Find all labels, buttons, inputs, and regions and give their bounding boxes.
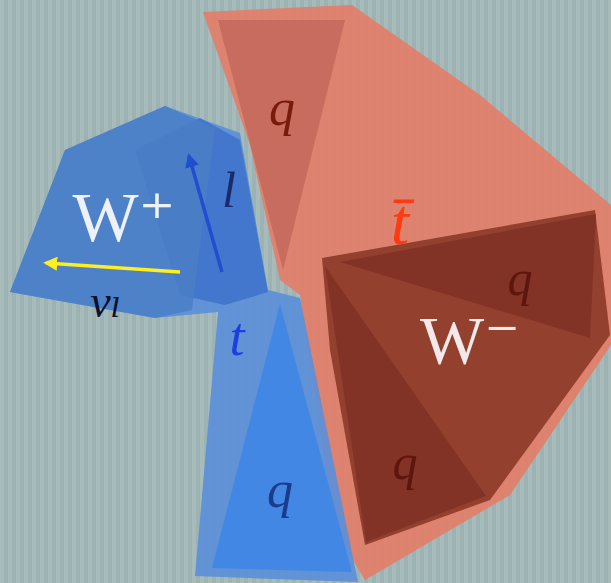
region-shape bbox=[10, 106, 358, 582]
neutrino-arrow bbox=[46, 263, 180, 272]
region-shape bbox=[340, 214, 596, 338]
particle-symbol: q bbox=[267, 464, 293, 516]
particle-symbol: q bbox=[393, 437, 418, 487]
quark-jet: q bbox=[195, 300, 360, 582]
particle-symbol: W⁻ bbox=[420, 306, 520, 374]
region-shape bbox=[325, 266, 486, 542]
region-shape bbox=[212, 304, 352, 572]
particle-symbol: W⁺ bbox=[72, 183, 175, 253]
neutrino-label: νₗ bbox=[90, 279, 122, 325]
lepton-label: l bbox=[222, 165, 236, 215]
particle-symbol: q bbox=[508, 253, 533, 303]
region-outline bbox=[322, 262, 488, 544]
region-shape bbox=[322, 210, 610, 545]
particle-symbol: q bbox=[269, 82, 295, 134]
w-minus-region: W⁻qq bbox=[320, 208, 611, 548]
quark-jet: q bbox=[322, 262, 488, 544]
top-region: t W⁺ q bbox=[8, 104, 360, 583]
lepton-arrow bbox=[189, 156, 222, 272]
particle-symbol: t bbox=[229, 310, 244, 364]
region-outline bbox=[195, 300, 360, 582]
particle-symbol: t̄ bbox=[391, 189, 409, 255]
